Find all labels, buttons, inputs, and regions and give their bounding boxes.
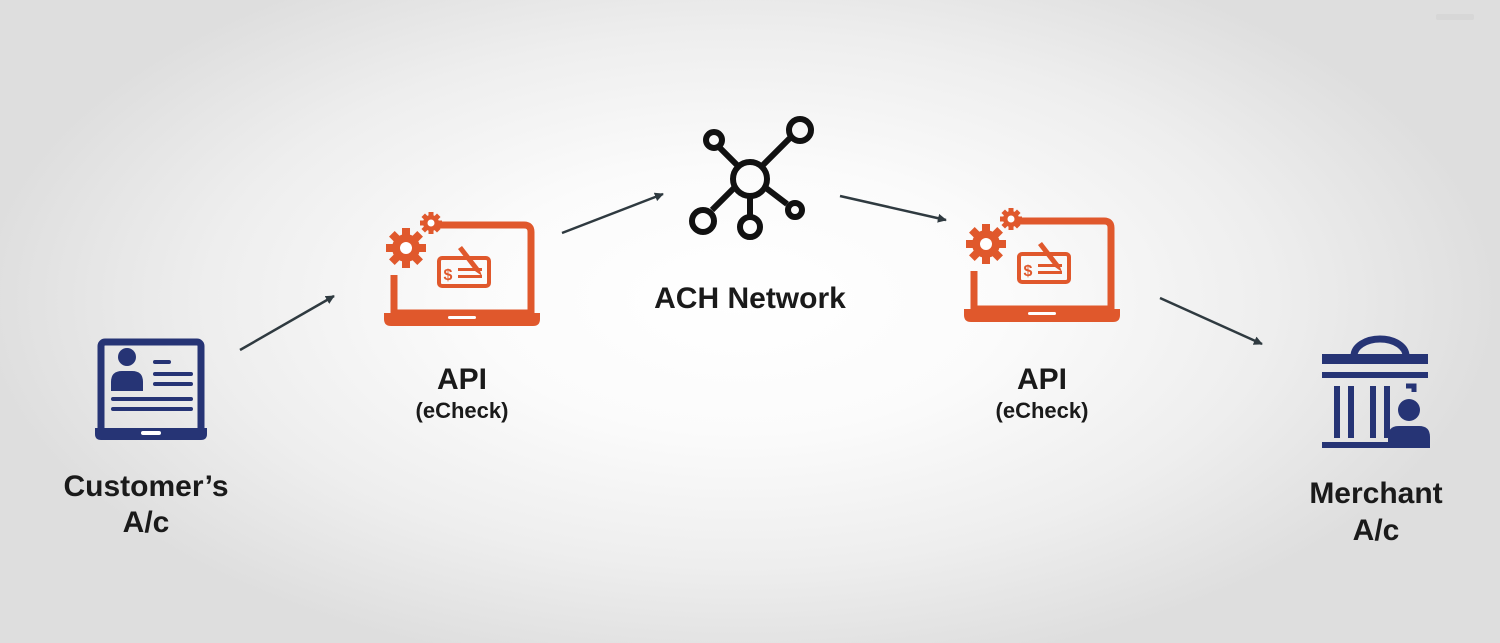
arrow-customer-to-api — [239, 294, 335, 352]
arrow-ach-to-api — [839, 194, 947, 223]
customer-laptop-icon — [95, 338, 207, 440]
dollar-sign-icon: $ — [444, 267, 453, 284]
customer-label-line1: Customer’s — [63, 470, 228, 503]
arrow-api-to-merchant — [1159, 296, 1263, 346]
api-right-title: API — [1017, 363, 1067, 396]
merchant-label-line2: A/c — [1353, 514, 1400, 547]
customer-label-line2: A/c — [123, 506, 170, 539]
watermark-logo — [1436, 14, 1474, 20]
dollar-sign-icon: $ — [1024, 263, 1033, 280]
api-left-laptop-icon: $ — [384, 212, 540, 326]
merchant-label-line1: Merchant — [1309, 477, 1442, 510]
ach-network-icon — [689, 116, 814, 240]
api-right-laptop-icon: $ — [964, 208, 1120, 322]
api-left-subtitle: (eCheck) — [416, 398, 509, 423]
api-right-subtitle: (eCheck) — [996, 398, 1089, 423]
arrow-api-to-ach — [561, 192, 664, 235]
api-left-title: API — [437, 363, 487, 396]
ach-network-label: ACH Network — [654, 282, 846, 315]
merchant-bank-icon — [1322, 335, 1430, 448]
